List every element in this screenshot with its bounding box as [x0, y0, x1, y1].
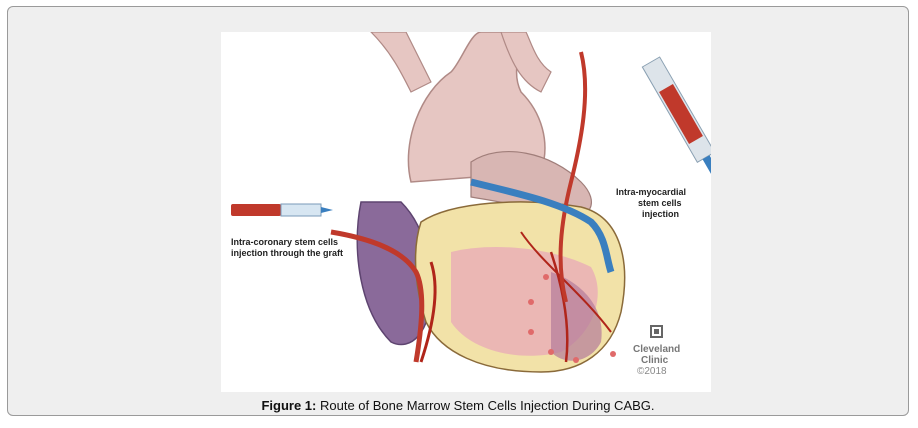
heart-illustration: Intra-coronary stem cells injection thro…: [231, 32, 711, 377]
aorta-shape: [407, 32, 546, 183]
cleveland-clinic-logo: [650, 325, 663, 338]
vessel-branch-right: [500, 32, 552, 93]
label-intra-coronary-1: Intra-coronary stem cells: [231, 237, 338, 247]
logo-cleveland: Cleveland: [633, 344, 680, 355]
vessel-branch-left: [370, 32, 432, 93]
figure-caption: Figure 1: Route of Bone Marrow Stem Cell…: [8, 398, 908, 413]
graft-tube: [330, 229, 425, 363]
coronary-artery-1: [419, 261, 437, 363]
label-intra-myocardial-2: stem cells: [638, 198, 682, 208]
caption-prefix: Figure 1:: [261, 398, 317, 413]
red-tube-top: [558, 51, 588, 303]
left-syringe: [231, 203, 333, 217]
label-intra-myocardial-1: Intra-myocardial: [616, 187, 686, 197]
caption-text: Route of Bone Marrow Stem Cells Injectio…: [316, 398, 655, 413]
logo-clinic: Clinic: [641, 355, 669, 366]
label-intra-myocardial-3: injection: [642, 209, 679, 219]
right-syringe: [641, 56, 711, 181]
figure-frame: Intra-coronary stem cells injection thro…: [7, 6, 909, 416]
figure-image: Intra-coronary stem cells injection thro…: [221, 32, 711, 392]
blue-graft: [470, 178, 615, 274]
logo-copyright: ©2018: [637, 366, 667, 377]
injection-markers: [528, 274, 616, 363]
coronary-artery-2: [549, 251, 569, 363]
label-intra-coronary-2: injection through the graft: [231, 248, 343, 258]
